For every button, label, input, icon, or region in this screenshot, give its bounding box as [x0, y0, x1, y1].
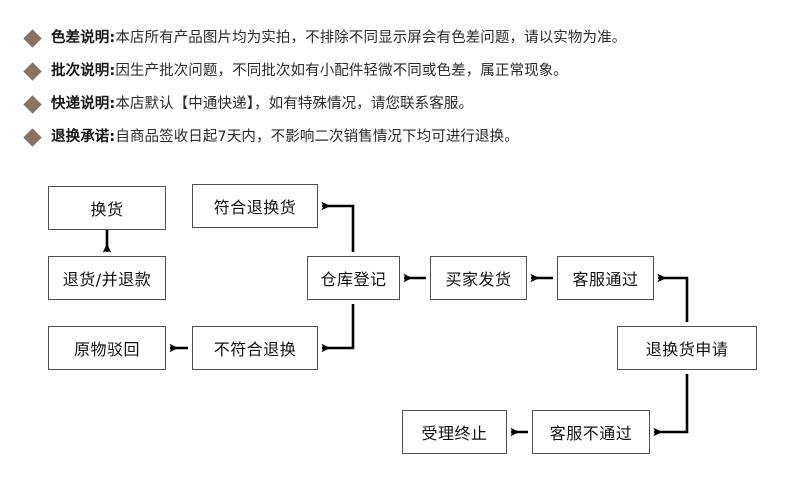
notice-body: 自商品签收日起7天内，不影响二次销售情况下均可进行退换。	[115, 129, 519, 145]
notice-body: 本店所有产品图片均为实拍，不排除不同显示屏会有色差问题，请以实物为准。	[115, 30, 627, 46]
notice-text: 批次说明:因生产批次问题，不同批次如有小配件轻微不同或色差，属正常现象。	[51, 55, 568, 88]
flow-node-kefu-tongguo[interactable]: 客服通过	[557, 256, 654, 300]
flow-node-fuhe-tuihuanhuo[interactable]: 符合退换货	[192, 184, 318, 228]
returns-flowchart: 换货 退货/并退款 符合退换货 仓库登记 买家发货 客服通过 原物驳回 不符合退…	[0, 170, 790, 494]
notice-item: 色差说明:本店所有产品图片均为实拍，不排除不同显示屏会有色差问题，请以实物为准。	[23, 22, 778, 55]
notice-item: 批次说明:因生产批次问题，不同批次如有小配件轻微不同或色差，属正常现象。	[23, 55, 778, 88]
notice-label: 退换承诺:	[51, 129, 116, 145]
notice-item: 快递说明:本店默认【中通快递】，如有特殊情况，请您联系客服。	[23, 88, 778, 121]
notice-label: 快递说明:	[51, 96, 116, 112]
diamond-bullet-icon	[23, 29, 42, 48]
notice-label: 色差说明:	[51, 30, 116, 46]
notice-text: 退换承诺:自商品签收日起7天内，不影响二次销售情况下均可进行退换。	[51, 121, 519, 154]
notice-item: 退换承诺:自商品签收日起7天内，不影响二次销售情况下均可进行退换。	[23, 121, 778, 154]
notice-text: 快递说明:本店默认【中通快递】，如有特殊情况，请您联系客服。	[51, 88, 473, 121]
flow-node-shouli-zhongzhi[interactable]: 受理终止	[402, 410, 507, 454]
notice-body: 本店默认【中通快递】，如有特殊情况，请您联系客服。	[115, 96, 474, 112]
diamond-bullet-icon	[23, 95, 42, 114]
flowchart-connectors	[102, 201, 689, 437]
flow-node-tuihuo-tuikuan[interactable]: 退货/并退款	[48, 256, 166, 300]
diamond-bullet-icon	[23, 62, 42, 81]
flow-node-yuanwu-bohui[interactable]: 原物驳回	[48, 326, 166, 370]
edge-shenqing-to-kefubutong	[653, 374, 689, 437]
edge-cangku-to-bufuhe	[321, 304, 355, 353]
diamond-bullet-icon	[23, 128, 42, 147]
flow-node-cangku-dengji[interactable]: 仓库登记	[307, 256, 400, 300]
flow-node-maijia-fahuo[interactable]: 买家发货	[430, 256, 527, 300]
notice-body: 因生产批次问题，不同批次如有小配件轻微不同或色差，属正常现象。	[115, 63, 568, 79]
flow-node-kefu-butongguo[interactable]: 客服不通过	[532, 410, 650, 454]
edge-shenqing-to-kefutongguo	[657, 273, 689, 322]
notice-list: 色差说明:本店所有产品图片均为实拍，不排除不同显示屏会有色差问题，请以实物为准。…	[0, 0, 790, 170]
notice-label: 批次说明:	[51, 63, 116, 79]
edge-cangku-to-fuhe	[321, 201, 355, 252]
notice-text: 色差说明:本店所有产品图片均为实拍，不排除不同显示屏会有色差问题，请以实物为准。	[51, 22, 626, 55]
flow-node-tuihuanhuo-shenqing[interactable]: 退换货申请	[617, 326, 757, 370]
flow-node-huanhuo[interactable]: 换货	[48, 186, 166, 230]
flow-node-bufuhe-tuihuan[interactable]: 不符合退换	[192, 326, 318, 370]
